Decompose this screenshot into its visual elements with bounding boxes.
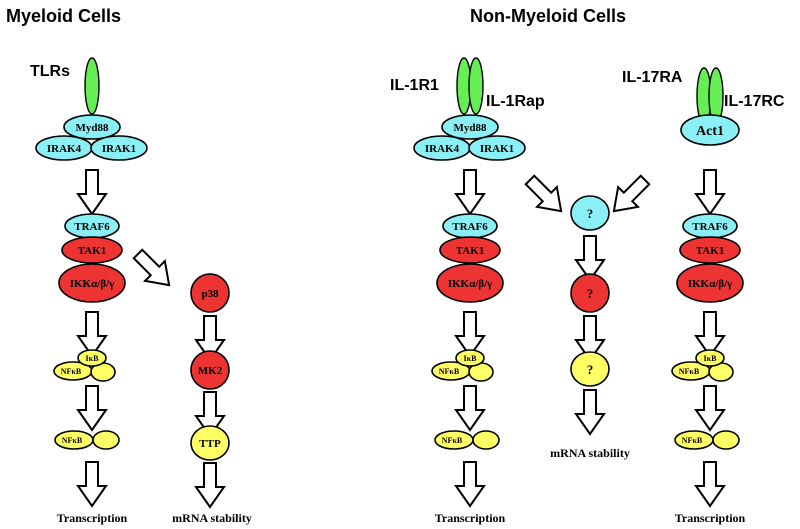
ikb-text: IκB <box>464 354 478 363</box>
traf6-tak1-ikk-stack-il17: TRAF6 TAK1 IKKα/β/γ <box>676 213 744 303</box>
traf6-tak1-ikk-stack-myeloid: TRAF6 TAK1 IKKα/β/γ <box>58 213 126 303</box>
myeloid-header: Myeloid Cells <box>6 6 121 26</box>
down-arrow-icon <box>195 462 225 508</box>
irak1-text: IRAK1 <box>480 143 514 155</box>
unknown-column: ? ? ? <box>570 195 610 435</box>
mrna-stability-label: mRNA stability <box>550 446 630 460</box>
act1-text: Act1 <box>696 124 724 139</box>
myd88-irak-complex-il1: Myd88 IRAK4 IRAK1 <box>413 114 526 161</box>
nfkb-ikb-complex-il17: NFκB IκB <box>671 349 734 382</box>
p38-column: p38 MK2 TTP <box>190 273 230 508</box>
traf6-text: TRAF6 <box>74 221 110 233</box>
transcription-label: Transcription <box>435 511 506 525</box>
irak1-node <box>90 135 148 161</box>
tak1-node <box>61 236 123 264</box>
nfkb-free-il1: NFκB <box>434 430 500 450</box>
traf6-tak1-ikk-stack-il1: TRAF6 TAK1 IKKα/β/γ <box>436 213 504 303</box>
tak1-node <box>439 236 501 264</box>
p38-text: p38 <box>201 288 219 300</box>
il1rap-receptor <box>468 57 484 115</box>
non-myeloid-header: Non-Myeloid Cells <box>470 6 626 26</box>
act1-node <box>680 114 740 146</box>
ikk-node <box>676 263 744 303</box>
ikk-node <box>436 263 504 303</box>
transcription-label: Transcription <box>675 511 746 525</box>
il1rap-label: IL-1Rap <box>486 93 545 110</box>
myd88-text: Myd88 <box>454 122 488 134</box>
nfkb-text: NFκB <box>442 436 463 445</box>
down-arrow-icon <box>695 461 725 507</box>
nfkb-partner-node <box>472 430 500 450</box>
ikk-text: IKKα/β/γ <box>688 278 733 290</box>
unknown-text: ? <box>587 286 594 301</box>
down-arrow-icon <box>455 461 485 507</box>
mrna-stability-label: mRNA stability <box>172 511 252 525</box>
myd88-node <box>63 114 121 140</box>
diagonal-arrow-icon <box>127 243 181 297</box>
nfkb-ikb-complex-il1: NFκB IκB <box>431 349 494 382</box>
il1r1-label: IL-1R1 <box>390 77 439 94</box>
unknown-kinase-node <box>570 273 610 313</box>
down-arrow-icon <box>455 169 485 215</box>
myd88-node <box>441 114 499 140</box>
ikb-node <box>77 349 107 367</box>
nfkb-free-myeloid: NFκB <box>54 430 120 450</box>
tak1-node <box>679 236 741 264</box>
ikk-text: IKKα/β/γ <box>70 278 115 290</box>
ttp-text: TTP <box>199 438 221 450</box>
unknown-text: ? <box>587 206 594 221</box>
down-arrow-icon <box>695 385 725 431</box>
irak1-node <box>468 135 526 161</box>
diagonal-arrow-icon <box>519 169 573 223</box>
nfkb-text: NFκB <box>682 436 703 445</box>
down-arrow-icon <box>77 385 107 431</box>
il17ra-label: IL-17RA <box>622 69 683 86</box>
unknown-adaptor-node <box>570 195 610 231</box>
down-arrow-icon <box>455 385 485 431</box>
irak4-text: IRAK4 <box>425 143 460 155</box>
down-arrow-icon <box>575 389 605 435</box>
nfkb-partner-node <box>92 430 120 450</box>
ikb-text: IκB <box>704 354 718 363</box>
ikk-text: IKKα/β/γ <box>448 278 493 290</box>
down-arrow-icon <box>695 169 725 215</box>
tak1-text: TAK1 <box>696 245 725 257</box>
irak1-text: IRAK1 <box>102 143 136 155</box>
mk2-text: MK2 <box>198 365 223 377</box>
traf6-text: TRAF6 <box>692 221 728 233</box>
diagonal-arrow-icon <box>602 169 656 223</box>
nfkb-text: NFκB <box>679 367 700 376</box>
ikk-node <box>58 263 126 303</box>
nfkb-text: NFκB <box>62 436 83 445</box>
nfkb-free-il17: NFκB <box>674 430 740 450</box>
tak1-text: TAK1 <box>78 245 107 257</box>
transcription-label: Transcription <box>57 511 128 525</box>
nfkb-text: NFκB <box>61 367 82 376</box>
il17rc-label: IL-17RC <box>724 93 785 110</box>
nfkb-ikb-complex-myeloid: NFκB IκB <box>53 349 116 382</box>
irak4-text: IRAK4 <box>47 143 82 155</box>
down-arrow-icon <box>77 461 107 507</box>
ikb-text: IκB <box>86 354 100 363</box>
nfkb-text: NFκB <box>439 367 460 376</box>
tlr-receptor <box>84 57 100 115</box>
nfkb-partner-node <box>712 430 740 450</box>
unknown-text: ? <box>587 362 594 377</box>
p38-node <box>190 273 230 313</box>
myd88-text: Myd88 <box>76 122 110 134</box>
tak1-text: TAK1 <box>456 245 485 257</box>
down-arrow-icon <box>77 169 107 215</box>
myd88-irak-complex-myeloid: Myd88 IRAK4 IRAK1 <box>35 114 148 161</box>
ikb-node <box>455 349 485 367</box>
ikb-node <box>695 349 725 367</box>
unknown-rbp-node <box>570 351 610 387</box>
mk2-node <box>190 350 230 390</box>
ttp-node <box>190 425 230 461</box>
traf6-text: TRAF6 <box>452 221 488 233</box>
tlrs-label: TLRs <box>30 63 70 80</box>
